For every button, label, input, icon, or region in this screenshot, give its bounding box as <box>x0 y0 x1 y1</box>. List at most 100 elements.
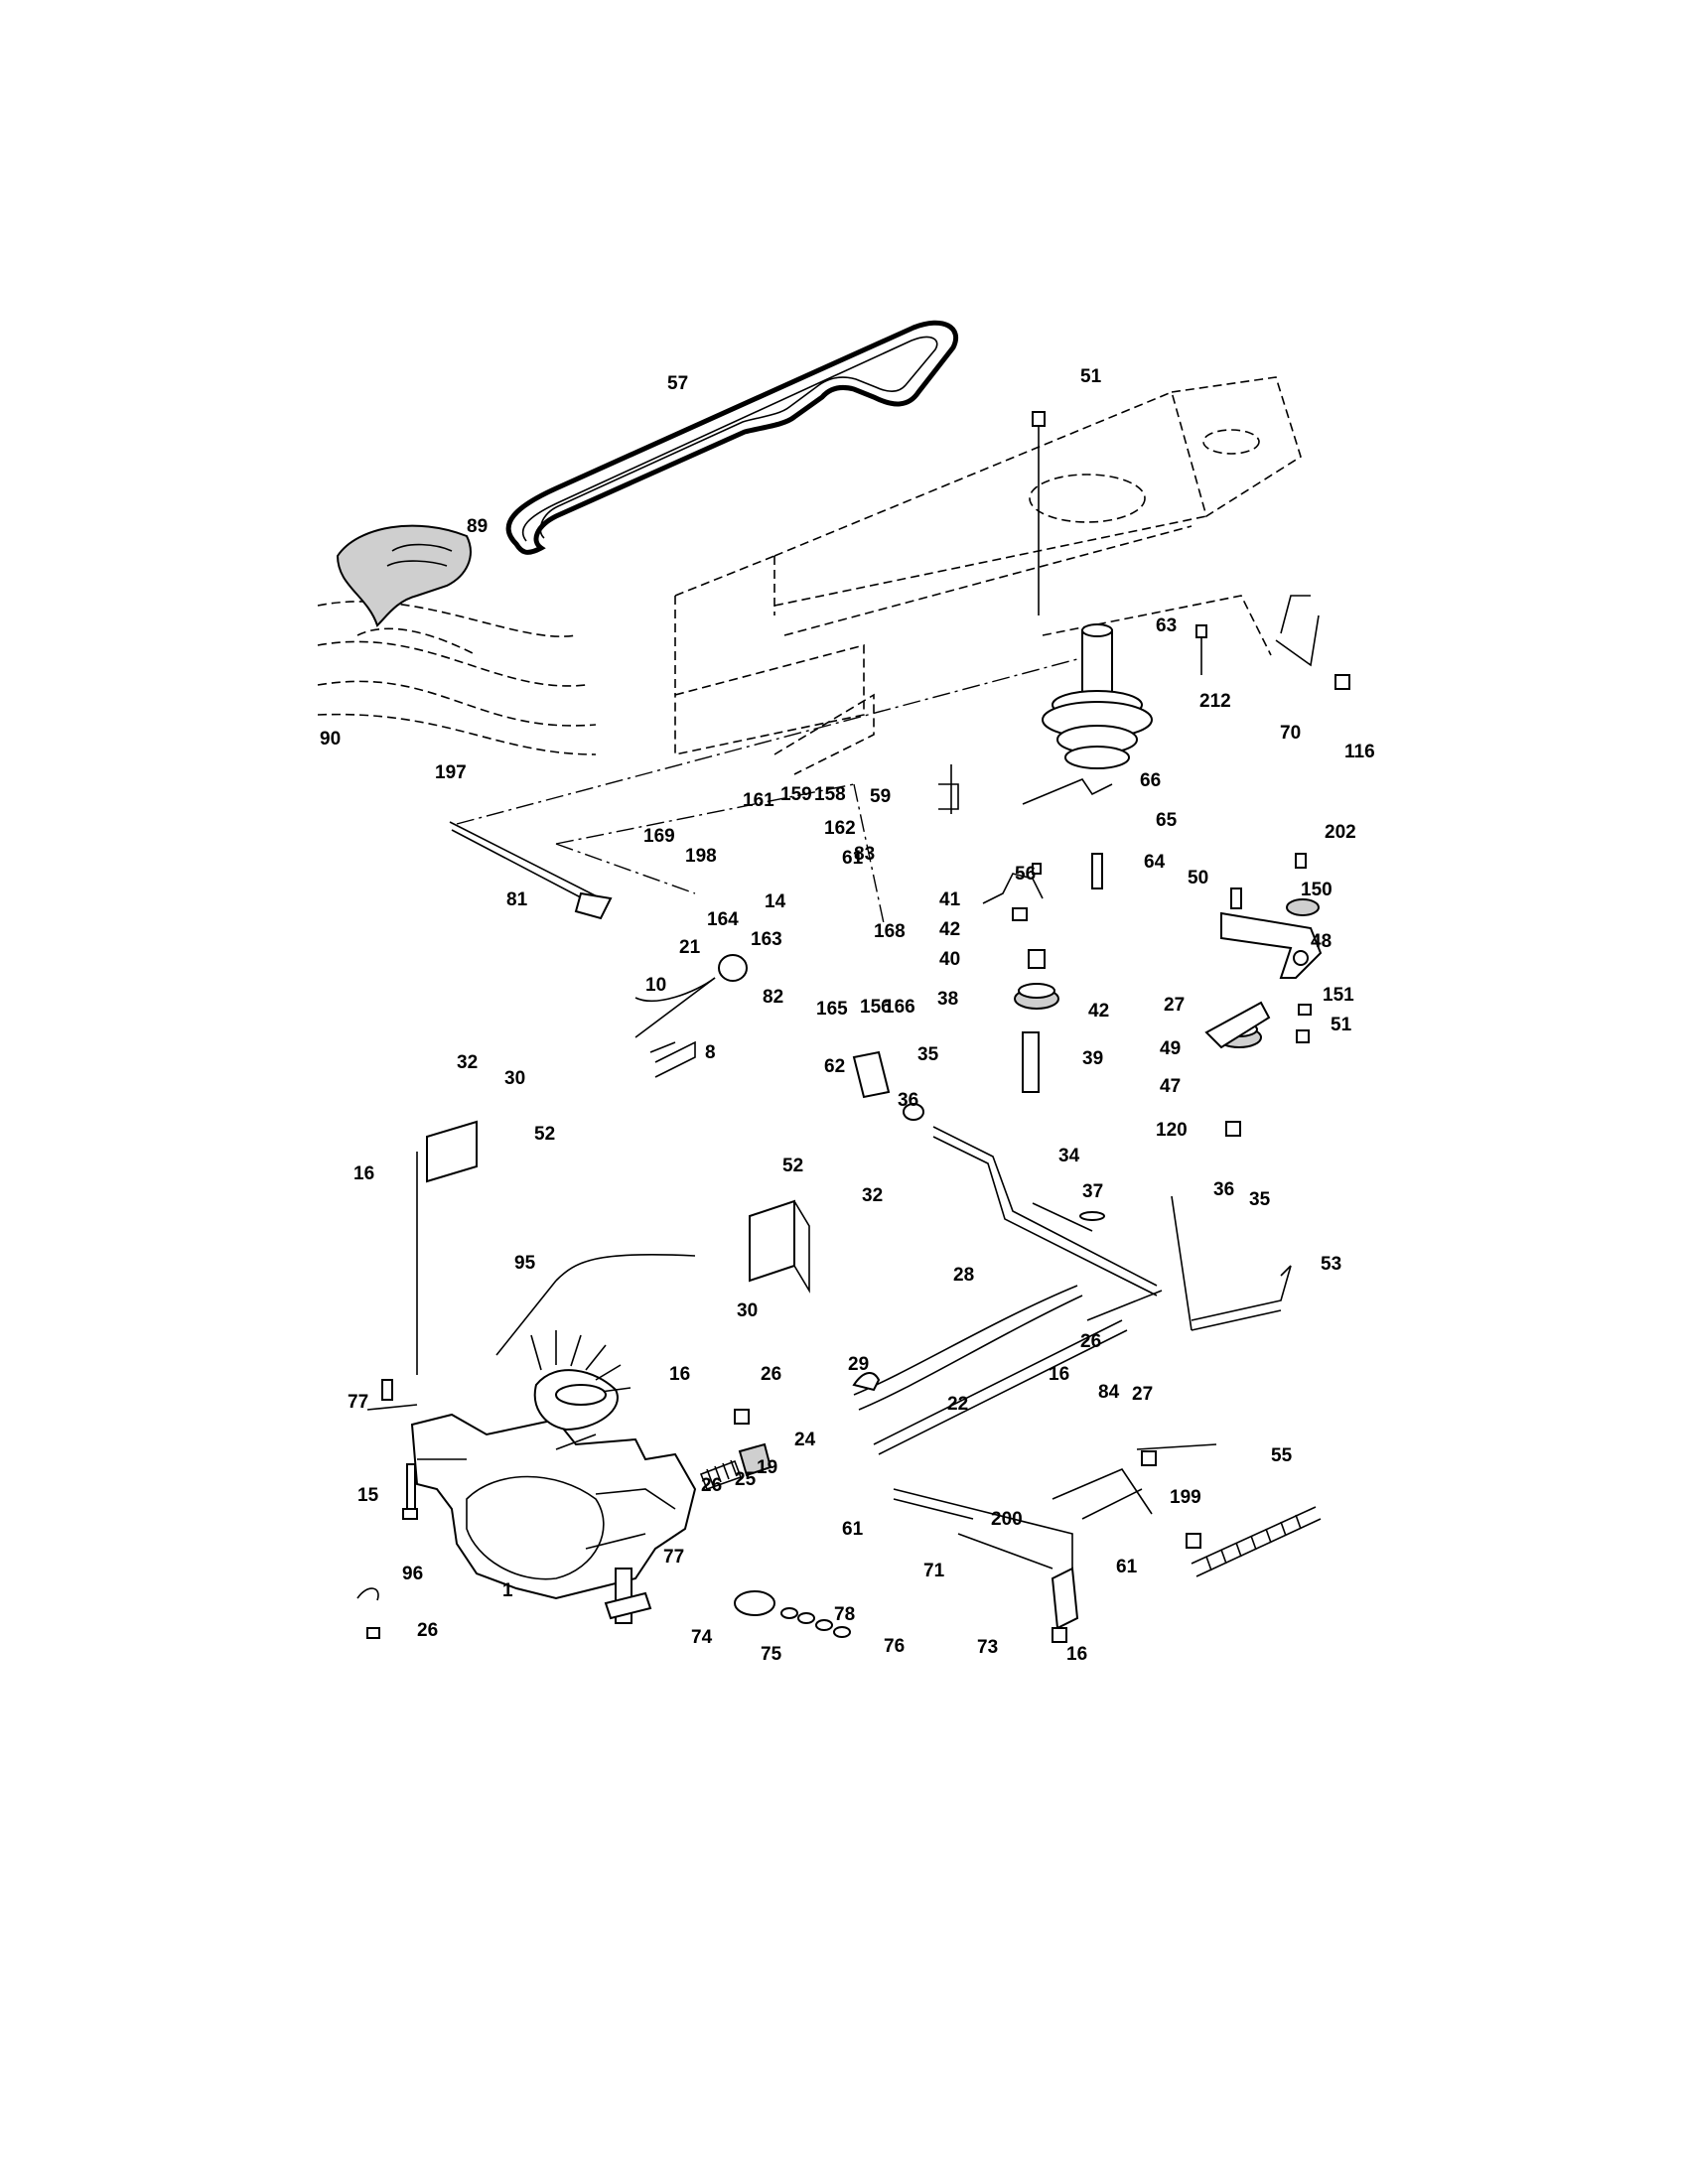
callout-16: 16 <box>1049 1364 1069 1385</box>
callout-64: 64 <box>1144 852 1166 873</box>
callout-15: 15 <box>357 1485 379 1506</box>
callout-26: 26 <box>417 1620 438 1641</box>
callout-120: 120 <box>1156 1120 1188 1141</box>
callout-19: 19 <box>757 1457 777 1478</box>
callout-16: 16 <box>1066 1644 1087 1665</box>
callout-41: 41 <box>939 889 961 910</box>
callout-76: 76 <box>884 1636 905 1657</box>
callout-30: 30 <box>504 1068 525 1089</box>
callout-14: 14 <box>765 891 786 912</box>
callout-39: 39 <box>1082 1048 1103 1069</box>
callout-199: 199 <box>1170 1487 1201 1508</box>
callout-26: 26 <box>1080 1331 1101 1352</box>
callout-90: 90 <box>320 729 341 750</box>
callout-71: 71 <box>923 1561 945 1581</box>
callout-56: 56 <box>1015 864 1036 885</box>
callout-61: 61 <box>842 1519 864 1540</box>
drive-belt <box>505 320 958 555</box>
callout-81: 81 <box>506 889 528 910</box>
callout-77: 77 <box>663 1547 684 1568</box>
callout-42: 42 <box>939 919 960 940</box>
callout-8: 8 <box>705 1042 716 1063</box>
callout-26: 26 <box>761 1364 781 1385</box>
callout-51: 51 <box>1331 1015 1352 1035</box>
callout-48: 48 <box>1311 931 1332 952</box>
callout-162: 162 <box>824 818 856 839</box>
callout-36: 36 <box>1213 1179 1234 1200</box>
callout-1: 1 <box>502 1580 513 1601</box>
idler-brackets <box>1204 911 1323 1049</box>
callout-82: 82 <box>763 987 783 1008</box>
callout-29: 29 <box>848 1354 869 1375</box>
callout-73: 73 <box>977 1637 998 1658</box>
callout-55: 55 <box>1271 1445 1293 1466</box>
callout-30: 30 <box>737 1300 758 1321</box>
callout-53: 53 <box>1321 1254 1341 1275</box>
callout-32: 32 <box>862 1185 883 1206</box>
callout-51: 51 <box>1080 366 1102 387</box>
callout-96: 96 <box>402 1564 423 1584</box>
callout-156: 156 <box>860 997 892 1018</box>
callout-161: 161 <box>743 790 774 811</box>
callout-169: 169 <box>643 826 675 847</box>
callout-22: 22 <box>947 1394 968 1415</box>
callout-202: 202 <box>1325 822 1356 843</box>
callout-159: 159 <box>780 784 812 805</box>
frame-outline <box>317 376 1302 924</box>
callout-89: 89 <box>467 516 488 537</box>
callout-24: 24 <box>794 1430 816 1450</box>
callout-47: 47 <box>1160 1076 1181 1097</box>
callout-16: 16 <box>669 1364 690 1385</box>
callout-38: 38 <box>937 989 958 1010</box>
callout-158: 158 <box>814 784 846 805</box>
callout-166: 166 <box>884 997 915 1018</box>
callout-63: 63 <box>1156 615 1177 636</box>
callout-52: 52 <box>534 1124 555 1145</box>
callout-49: 49 <box>1160 1038 1181 1059</box>
callout-168: 168 <box>874 921 906 942</box>
callout-27: 27 <box>1132 1384 1153 1405</box>
callout-151: 151 <box>1323 985 1354 1006</box>
callout-84: 84 <box>1098 1382 1120 1403</box>
extension-spring <box>1191 1506 1322 1577</box>
callout-57: 57 <box>667 373 688 394</box>
callout-59: 59 <box>870 786 891 807</box>
callout-10: 10 <box>645 975 666 996</box>
callout-66: 66 <box>1140 770 1161 791</box>
callout-198: 198 <box>685 846 717 867</box>
callout-25: 25 <box>735 1469 757 1490</box>
compression-spring <box>699 1442 772 1491</box>
callout-37: 37 <box>1082 1181 1103 1202</box>
callout-32: 32 <box>457 1052 478 1073</box>
callout-78: 78 <box>834 1604 855 1625</box>
callout-163: 163 <box>751 929 782 950</box>
callout-212: 212 <box>1199 691 1231 712</box>
callout-165: 165 <box>816 999 848 1020</box>
callout-16: 16 <box>353 1163 374 1184</box>
callout-61: 61 <box>1116 1557 1138 1577</box>
callout-95: 95 <box>514 1253 536 1274</box>
callout-83: 83 <box>854 844 875 865</box>
mount-brackets <box>426 1120 810 1294</box>
callout-200: 200 <box>991 1509 1023 1530</box>
pulley-assembly <box>1042 623 1153 769</box>
callout-65: 65 <box>1156 810 1178 831</box>
callout-35: 35 <box>917 1044 939 1065</box>
callout-34: 34 <box>1058 1146 1080 1166</box>
callout-26: 26 <box>701 1475 722 1496</box>
callout-164: 164 <box>707 909 739 930</box>
hardware <box>356 411 1350 1643</box>
callout-50: 50 <box>1188 868 1208 888</box>
callout-28: 28 <box>953 1265 974 1286</box>
callout-21: 21 <box>679 937 701 958</box>
callout-61: 61 <box>842 848 864 869</box>
callout-27: 27 <box>1164 995 1185 1016</box>
callout-35: 35 <box>1249 1189 1271 1210</box>
callout-75: 75 <box>761 1644 782 1665</box>
callout-42: 42 <box>1088 1001 1109 1022</box>
cover-part <box>336 524 472 627</box>
callout-70: 70 <box>1280 723 1301 744</box>
callout-40: 40 <box>939 949 960 970</box>
